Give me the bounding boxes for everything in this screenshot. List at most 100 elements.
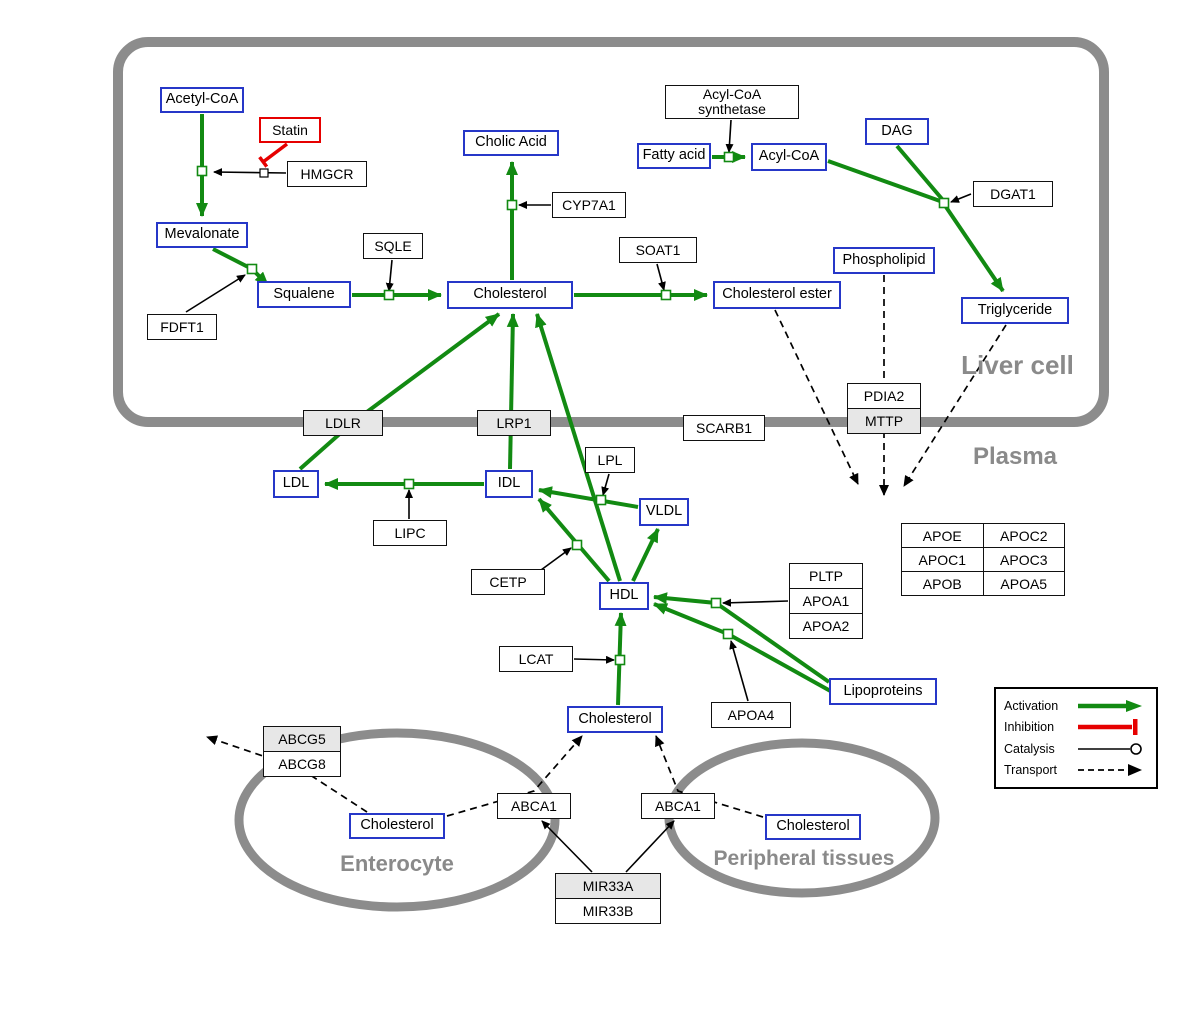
node-vldl[interactable]: VLDL: [639, 498, 689, 526]
table-cell[interactable]: APOA5: [983, 572, 1064, 595]
node-statin[interactable]: Statin: [259, 117, 321, 143]
node-acyl-coa-synthetase[interactable]: Acyl-CoA synthetase: [665, 85, 799, 119]
node-abca1-left[interactable]: ABCA1: [497, 793, 571, 819]
node-ldl[interactable]: LDL: [273, 470, 319, 498]
node-mevalonate[interactable]: Mevalonate: [156, 222, 248, 248]
node-soat1[interactable]: SOAT1: [619, 237, 697, 263]
node-fatty-acid[interactable]: Fatty acid: [637, 143, 711, 169]
reaction-node: [723, 151, 735, 163]
node-lpl[interactable]: LPL: [585, 447, 635, 473]
node-apoa4[interactable]: APOA4: [711, 702, 791, 728]
node-cholesterol-peripheral[interactable]: Cholesterol: [765, 814, 861, 840]
stack-cell[interactable]: ABCG5: [264, 727, 340, 751]
table-cell[interactable]: APOC1: [902, 548, 983, 571]
edge-lcat-catalysis: [573, 655, 615, 664]
edge-mir33-to-abca1-right: [625, 820, 675, 873]
node-lcat[interactable]: LCAT: [499, 646, 573, 672]
node-label: Mevalonate: [164, 226, 240, 243]
reaction-node: [722, 628, 734, 640]
edge-pltp-apoa-catalysis: [722, 598, 789, 607]
reaction-node: [660, 289, 672, 301]
edge-vldl-to-idl: [538, 486, 639, 509]
node-label: LCAT: [518, 650, 554, 667]
edge-enterocyte-cholesterol-to-plasma: [446, 735, 583, 817]
node-label: ABCA1: [655, 797, 701, 814]
stack-cell[interactable]: MIR33B: [556, 899, 660, 923]
edge-dgat1-junction-to-triglyceride: [944, 205, 1005, 293]
node-dag[interactable]: DAG: [865, 118, 929, 145]
node-cholesterol-enterocyte[interactable]: Cholesterol: [349, 813, 445, 839]
catalysis-symbol-icon: [1076, 740, 1148, 758]
enterocyte-compartment: [234, 728, 560, 912]
port-node: [259, 168, 269, 178]
reaction-node: [710, 597, 722, 609]
node-cetp[interactable]: CETP: [471, 569, 545, 595]
table-cell[interactable]: APOE: [902, 524, 983, 547]
node-cyp7a1[interactable]: CYP7A1: [552, 192, 626, 218]
table-cell[interactable]: APOB: [902, 572, 983, 595]
node-acetyl-coa[interactable]: Acetyl-CoA: [160, 87, 244, 113]
edge-mir33-to-abca1-left: [541, 820, 593, 873]
stack-cell[interactable]: ABCG8: [264, 752, 340, 776]
activation-symbol-icon: [1076, 697, 1148, 715]
node-scarb1[interactable]: SCARB1: [683, 415, 765, 441]
node-cholesterol-plasma[interactable]: Cholesterol: [567, 706, 663, 733]
node-label: SCARB1: [695, 419, 753, 436]
stack-cell[interactable]: APOA2: [790, 614, 862, 638]
table-cell[interactable]: APOC2: [983, 524, 1064, 547]
reaction-node: [938, 197, 950, 209]
stack-cell[interactable]: PLTP: [790, 564, 862, 588]
node-label: HDL: [609, 587, 639, 604]
peripheral-tissues-label: Peripheral tissues: [713, 847, 895, 870]
liver-cell-compartment: [113, 37, 1109, 427]
edge-dgat1-catalysis: [950, 193, 972, 203]
node-squalene[interactable]: Squalene: [257, 281, 351, 308]
reaction-node: [506, 199, 518, 211]
node-fdft1[interactable]: FDFT1: [147, 314, 217, 340]
legend-item-inhibition: Inhibition: [1004, 718, 1148, 736]
node-lrp1[interactable]: LRP1: [477, 410, 551, 436]
node-hmgcr[interactable]: HMGCR: [287, 161, 367, 187]
edge-fdft1-catalysis: [185, 274, 246, 313]
stack-cell[interactable]: MTTP: [848, 409, 920, 433]
edge-sqle-catalysis: [385, 259, 394, 292]
node-label: ABCA1: [511, 797, 557, 814]
stack-cell[interactable]: APOA1: [790, 589, 862, 613]
stack-cell[interactable]: MIR33A: [556, 874, 660, 898]
node-cholesterol-ester[interactable]: Cholesterol ester: [713, 281, 841, 309]
reaction-node: [196, 165, 208, 177]
node-lipoproteins[interactable]: Lipoproteins: [829, 678, 937, 705]
node-ldlr[interactable]: LDLR: [303, 410, 383, 436]
node-sqle[interactable]: SQLE: [363, 233, 423, 259]
stack-cell[interactable]: PDIA2: [848, 384, 920, 408]
node-label: LDL: [282, 475, 310, 492]
edge-acyl-coa-to-dgat1-junction: [827, 159, 941, 203]
node-dgat1[interactable]: DGAT1: [973, 181, 1053, 207]
node-hdl[interactable]: HDL: [599, 582, 649, 610]
legend-item-activation: Activation: [1004, 697, 1148, 715]
transport-symbol-icon: [1076, 761, 1148, 779]
legend-item-transport: Transport: [1004, 761, 1148, 779]
node-cholesterol-liver[interactable]: Cholesterol: [447, 281, 573, 309]
node-triglyceride[interactable]: Triglyceride: [961, 297, 1069, 324]
node-acyl-coa[interactable]: Acyl-CoA: [751, 143, 827, 171]
node-idl[interactable]: IDL: [485, 470, 533, 498]
node-cholic-acid[interactable]: Cholic Acid: [463, 130, 559, 156]
table-cell[interactable]: APOC3: [983, 548, 1064, 571]
legend-label: Catalysis: [1004, 741, 1055, 756]
legend-label: Transport: [1004, 763, 1058, 778]
node-label: Cholesterol: [776, 818, 850, 835]
node-abca1-right[interactable]: ABCA1: [641, 793, 715, 819]
node-label: Statin: [272, 121, 308, 138]
inhibition-symbol-icon: [1076, 718, 1148, 736]
node-phospholipid[interactable]: Phospholipid: [833, 247, 935, 274]
node-lipc[interactable]: LIPC: [373, 520, 447, 546]
node-label: LIPC: [394, 524, 426, 541]
node-label: LDLR: [325, 414, 361, 431]
